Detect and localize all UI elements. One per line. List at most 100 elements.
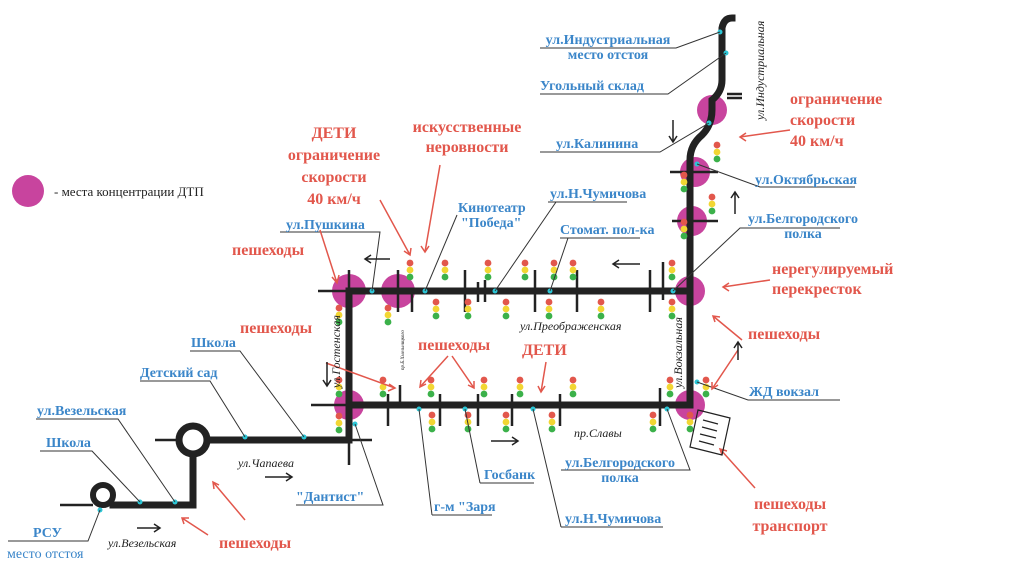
hazard-labels: ДЕТИ ограничение скорости 40 км/ч искусс… xyxy=(219,91,893,552)
traffic-light-icon xyxy=(686,411,694,433)
traffic-light-icon xyxy=(335,376,343,398)
label-dental-clinic: Стомат. пол-ка xyxy=(560,223,655,238)
traffic-light-icon xyxy=(335,304,343,326)
label-railway-station: ЖД вокзал xyxy=(749,385,819,400)
traffic-light-icon xyxy=(384,304,392,326)
label-pedestrians-transport: пешеходы xyxy=(754,496,827,513)
label-rsu: РСУ xyxy=(33,526,62,541)
label-pedestrians: пешеходы xyxy=(748,326,821,343)
label-speed-limit-2: 40 км/ч xyxy=(790,133,844,150)
street-slavy: пр.Славы xyxy=(574,426,622,440)
legend-hotspot-icon xyxy=(12,175,44,207)
traffic-light-icon xyxy=(464,298,472,320)
label-gosbank: Госбанк xyxy=(484,468,536,483)
label-speed-bumps: искусственные xyxy=(413,119,522,136)
label-vezelskaya: ул.Везельская xyxy=(37,404,127,419)
label-cinema-sub: "Победа" xyxy=(461,216,521,231)
traffic-light-icon xyxy=(702,376,710,398)
traffic-light-icon xyxy=(550,259,558,281)
street-industrialnaya: ул.Индустриальная xyxy=(753,20,767,121)
street-preobrazhenskaya: ул.Преображенская xyxy=(519,319,622,333)
label-children: ДЕТИ xyxy=(312,125,357,142)
label-speed-limit-2: скорости xyxy=(790,112,855,129)
traffic-light-icon xyxy=(432,298,440,320)
traffic-light-icon xyxy=(502,411,510,433)
stop-dot xyxy=(717,29,723,35)
street-vokzalnaya: ул.Вокзальная xyxy=(671,317,685,389)
traffic-light-icon xyxy=(545,298,553,320)
street-chapaeva: ул.Чапаева xyxy=(237,456,294,470)
traffic-light-icon xyxy=(668,259,676,281)
label-speed-limit-2: ограничение xyxy=(790,91,882,108)
traffic-direction-arrows xyxy=(137,120,743,533)
label-belgorod-bottom: ул.Белгородского xyxy=(565,456,675,471)
location-labels: ул.Индустриальная место отстоя Угольный … xyxy=(7,33,858,562)
label-belgorod-top: ул.Белгородского xyxy=(748,212,858,227)
label-speed-bumps: неровности xyxy=(426,139,509,156)
traffic-light-icon xyxy=(427,376,435,398)
traffic-light-icon xyxy=(521,259,529,281)
label-unregulated-intersection: нерегулируемый xyxy=(772,261,893,278)
label-cinema: Кинотеатр xyxy=(458,201,526,216)
accident-hotspots xyxy=(332,95,727,420)
label-speed-limit: 40 км/ч xyxy=(307,191,361,208)
label-pedestrians: пешеходы xyxy=(232,242,305,259)
route-roads xyxy=(60,14,742,509)
label-coal-depot: Угольный склад xyxy=(540,79,644,94)
traffic-light-icon xyxy=(649,411,657,433)
terminal-loop xyxy=(90,482,116,508)
label-pedestrians: пешеходы xyxy=(219,535,292,552)
legend-label: - места концентрации ДТП xyxy=(54,184,204,199)
traffic-light-icon xyxy=(713,141,721,163)
label-oktyabrskaya: ул.Октябрьская xyxy=(755,173,857,188)
traffic-light-icon xyxy=(569,376,577,398)
label-pedestrians-transport: транспорт xyxy=(752,518,827,535)
traffic-light-icon xyxy=(379,376,387,398)
road-vokzalnaya-industrialnaya xyxy=(686,14,736,409)
intersection-crossbars xyxy=(386,262,665,426)
roundabout xyxy=(175,422,211,458)
label-chumichova-top: ул.Н.Чумичова xyxy=(550,187,646,202)
label-industrialnaya-sub: место отстоя xyxy=(568,48,649,63)
label-kalinina: ул.Калинина xyxy=(556,137,638,152)
label-chumichova-bottom: ул.Н.Чумичова xyxy=(565,512,661,527)
street-khmelnitskogo: пр.Б.Хмельницкого xyxy=(401,330,406,370)
traffic-light-icon xyxy=(666,376,674,398)
label-industrialnaya: ул.Индустриальная xyxy=(546,33,671,48)
label-dentist: "Дантист" xyxy=(296,490,364,505)
traffic-light-icon xyxy=(484,259,492,281)
label-pedestrians: пешеходы xyxy=(240,320,313,337)
label-pushkina: ул.Пушкина xyxy=(286,218,365,233)
label-pedestrians: пешеходы xyxy=(418,337,491,354)
label-rsu-sub: место отстоя xyxy=(7,547,84,562)
traffic-light-icon xyxy=(516,376,524,398)
label-zarya: г-м "Заря xyxy=(434,500,496,515)
label-children: ДЕТИ xyxy=(522,342,567,359)
traffic-light-icon xyxy=(680,218,688,240)
label-speed-limit: ограничение xyxy=(288,147,380,164)
street-names: ул.Преображенская пр.Славы ул.Чапаева ул… xyxy=(107,20,767,550)
traffic-light-icon xyxy=(428,411,436,433)
label-unregulated-intersection: перекресток xyxy=(772,281,862,298)
label-speed-limit: скорости xyxy=(301,169,366,186)
label-school-1: Школа xyxy=(191,336,236,351)
traffic-light-icon xyxy=(480,376,488,398)
traffic-light-icon xyxy=(502,298,510,320)
label-belgorod-top-sub: полка xyxy=(784,227,822,242)
traffic-light-icon xyxy=(335,412,343,434)
traffic-lights xyxy=(335,141,721,434)
traffic-light-icon xyxy=(680,171,688,193)
label-school-2: Школа xyxy=(46,436,91,451)
traffic-light-icon xyxy=(406,259,414,281)
traffic-light-icon xyxy=(597,298,605,320)
pointer-arrows xyxy=(180,129,791,536)
traffic-light-icon xyxy=(708,193,716,215)
railway-station-icon xyxy=(689,409,731,456)
traffic-light-icon xyxy=(569,259,577,281)
label-belgorod-bottom-sub: полка xyxy=(601,471,639,486)
traffic-light-icon xyxy=(668,298,676,320)
traffic-light-icon xyxy=(441,259,449,281)
street-gostenskaya: ул.Гостенская xyxy=(329,315,343,389)
traffic-light-icon xyxy=(548,411,556,433)
